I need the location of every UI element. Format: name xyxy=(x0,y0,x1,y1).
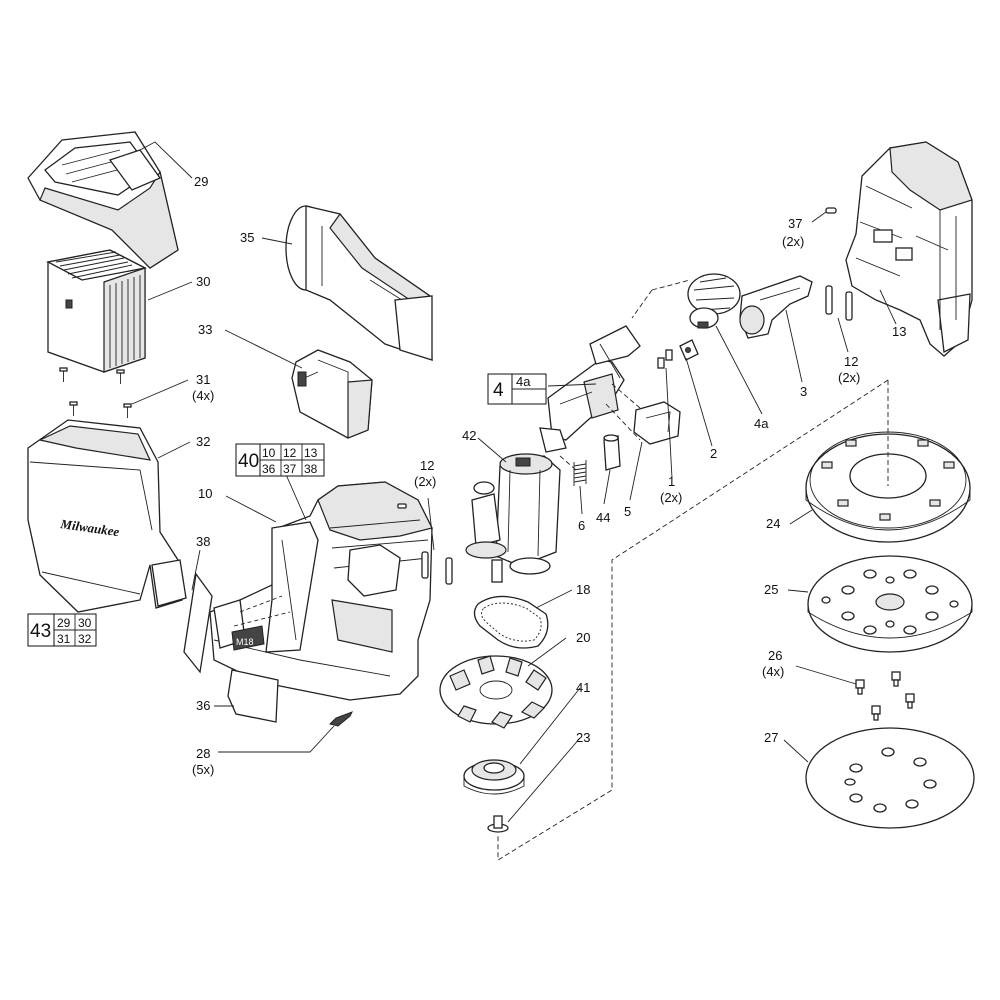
callout-30: 30 xyxy=(196,274,210,289)
callout-4a: 4a xyxy=(754,416,769,431)
callout-2: 2 xyxy=(710,446,717,461)
leader-lines xyxy=(131,141,897,823)
part-2-plate xyxy=(679,339,699,361)
part-4-switch-assembly xyxy=(539,325,641,453)
callout-26: 26 xyxy=(768,648,782,663)
callout-5: 5 xyxy=(624,504,631,519)
kit-40-cell: 13 xyxy=(304,446,318,460)
callout-12-left-qty: (2x) xyxy=(414,474,436,489)
callout-44: 44 xyxy=(596,510,610,525)
callout-28-qty: (5x) xyxy=(192,762,214,777)
kit-40-cell: 36 xyxy=(262,462,276,476)
part-18-belt xyxy=(473,595,549,649)
kit-40-number: 40 xyxy=(238,451,259,472)
callout-29: 29 xyxy=(194,174,208,189)
part-42-motor xyxy=(465,453,561,583)
part-38-filter-sheet xyxy=(183,572,213,674)
part-12-pins-left xyxy=(397,503,453,585)
kit-40-cell: 38 xyxy=(304,462,318,476)
callout-1: 1 xyxy=(668,474,675,489)
kit-40-cell: 12 xyxy=(283,446,297,460)
kit-4-number: 4 xyxy=(493,380,504,401)
callout-33: 33 xyxy=(198,322,212,337)
callout-31: 31 xyxy=(196,372,210,387)
callout-12-left: 12 xyxy=(420,458,434,473)
callout-38: 38 xyxy=(196,534,210,549)
kit-43-cell: 31 xyxy=(57,632,71,646)
callout-37: 37 xyxy=(788,216,802,231)
kit-4-cell: 4a xyxy=(516,374,531,389)
callout-31-qty: (4x) xyxy=(192,388,214,403)
part-23-screw xyxy=(487,815,509,833)
callout-27: 27 xyxy=(764,730,778,745)
kit-43-cell: 32 xyxy=(78,632,92,646)
callout-12-right-qty: (2x) xyxy=(838,370,860,385)
part-1-screws xyxy=(657,349,673,369)
part-5-bracket xyxy=(633,401,681,445)
kit-box-43: 43 29 30 31 32 xyxy=(27,613,97,647)
part-28-screw xyxy=(329,711,354,727)
kit-43-cell: 30 xyxy=(78,616,92,630)
part-12-pins-right xyxy=(825,285,853,321)
part-37-pins xyxy=(825,207,837,214)
kit-43-cell: 29 xyxy=(57,616,71,630)
part-10-housing: M18 xyxy=(209,481,433,701)
part-30-pleated-filter xyxy=(46,249,147,373)
part-20-fan xyxy=(439,655,553,729)
part-41-counterweight xyxy=(463,759,525,795)
housing-badge: M18 xyxy=(236,637,254,647)
part-32-dust-canister: Milwaukee xyxy=(27,419,187,613)
part-44-sleeve xyxy=(603,434,621,471)
callout-23: 23 xyxy=(576,730,590,745)
callout-26-qty: (4x) xyxy=(762,664,784,679)
callout-3: 3 xyxy=(800,384,807,399)
kit-40-cell: 37 xyxy=(283,462,297,476)
callout-32: 32 xyxy=(196,434,210,449)
callout-28: 28 xyxy=(196,746,210,761)
kit-43-number: 43 xyxy=(30,621,51,642)
callout-25: 25 xyxy=(764,582,778,597)
callout-37-qty: (2x) xyxy=(782,234,804,249)
kit-box-4: 4 4a xyxy=(487,373,547,405)
part-36-window xyxy=(227,669,279,723)
callout-13: 13 xyxy=(892,324,906,339)
part-6-spring xyxy=(573,460,587,486)
part-27-sanding-disc xyxy=(805,727,975,829)
callout-20: 20 xyxy=(576,630,590,645)
callout-24: 24 xyxy=(766,516,780,531)
callout-12-right: 12 xyxy=(844,354,858,369)
callout-41: 41 xyxy=(576,680,590,695)
callout-10: 10 xyxy=(198,486,212,501)
part-13-rear-housing xyxy=(845,141,973,357)
callout-35: 35 xyxy=(240,230,254,245)
callout-36: 36 xyxy=(196,698,210,713)
kit-40-cell: 10 xyxy=(262,446,276,460)
part-29-filter-cover xyxy=(27,131,179,269)
kit-box-40: 40 10 12 13 36 37 38 xyxy=(235,443,325,477)
part-31-screws xyxy=(59,367,132,418)
part-35-hose-adapter xyxy=(285,205,433,361)
part-3-lever xyxy=(739,275,813,339)
callout-6: 6 xyxy=(578,518,585,533)
part-4a-knob xyxy=(687,273,741,329)
part-26-screws xyxy=(855,671,915,721)
part-33-adapter xyxy=(291,349,373,439)
callout-labels: 29 30 31 (4x) 32 35 33 10 38 36 28 (5x) … xyxy=(192,174,906,777)
part-25-backing-pad xyxy=(807,555,973,653)
callout-1-qty: (2x) xyxy=(660,490,682,505)
callout-42: 42 xyxy=(462,428,476,443)
callout-18: 18 xyxy=(576,582,590,597)
assembly-lines xyxy=(497,279,889,861)
